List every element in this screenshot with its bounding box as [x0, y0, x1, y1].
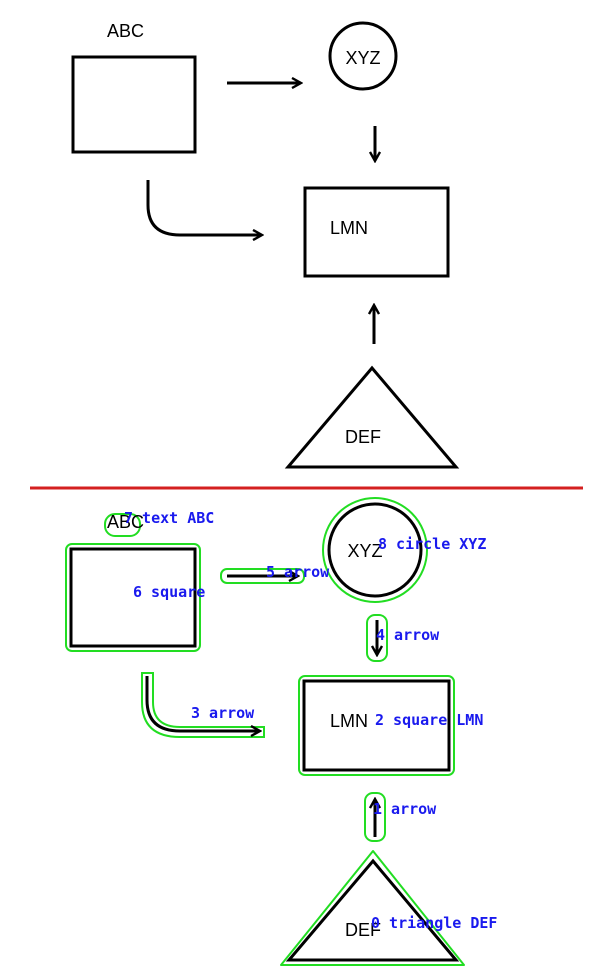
annotation-triangle-def: 0 triangle DEF — [371, 914, 497, 932]
triangle-def-shape-detected — [285, 858, 460, 962]
contour-arrow-3 — [141, 672, 265, 738]
contour-square-lmn — [298, 675, 455, 776]
label-def-detected: DEF — [345, 920, 381, 940]
annotation-square-lmn: 2 square LMN — [375, 711, 483, 729]
label-xyz-detected: XYZ — [347, 541, 382, 561]
contour-arrow-4 — [366, 614, 388, 662]
label-lmn: LMN — [330, 218, 368, 238]
contour-triangle-def — [280, 850, 465, 966]
annotation-arrow-3: 3 arrow — [191, 704, 255, 722]
contour-arrow-5 — [220, 568, 305, 584]
annotation-text-abc: 7 text ABC — [124, 509, 214, 527]
detected-diagram: ABC XYZ LMN DEF 7 text ABC 8 circle XYZ … — [65, 497, 497, 966]
annotation-arrow-4: 4 arrow — [376, 626, 440, 644]
annotation-arrow-1: 1 arrow — [373, 800, 437, 818]
circle-xyz-shape-detected — [327, 502, 423, 598]
label-abc-detected: ABC — [107, 512, 144, 532]
circle-xyz-shape — [328, 21, 398, 91]
label-xyz: XYZ — [345, 48, 380, 68]
contour-arrow-1 — [364, 792, 386, 842]
annotation-arrow-5: 5 arrow — [266, 563, 330, 581]
contour-outlines — [65, 497, 465, 966]
original-diagram: ABC XYZ LMN DEF — [71, 21, 460, 469]
label-abc: ABC — [107, 21, 144, 41]
annotation-circle-xyz: 8 circle XYZ — [378, 535, 486, 553]
square-shape — [71, 55, 197, 154]
triangle-def-shape — [284, 365, 460, 469]
arrow-abc-to-lmn — [146, 180, 262, 235]
annotation-square: 6 square — [133, 583, 205, 601]
arrow-3-shape — [145, 676, 260, 731]
label-def: DEF — [345, 427, 381, 447]
label-lmn-detected: LMN — [330, 711, 368, 731]
square-lmn-shape — [303, 186, 450, 278]
square-shape-detected — [69, 547, 197, 648]
square-lmn-shape-detected — [302, 679, 451, 772]
contour-circle-xyz — [322, 497, 428, 603]
contour-square — [65, 543, 201, 652]
contour-text-abc — [104, 513, 141, 537]
